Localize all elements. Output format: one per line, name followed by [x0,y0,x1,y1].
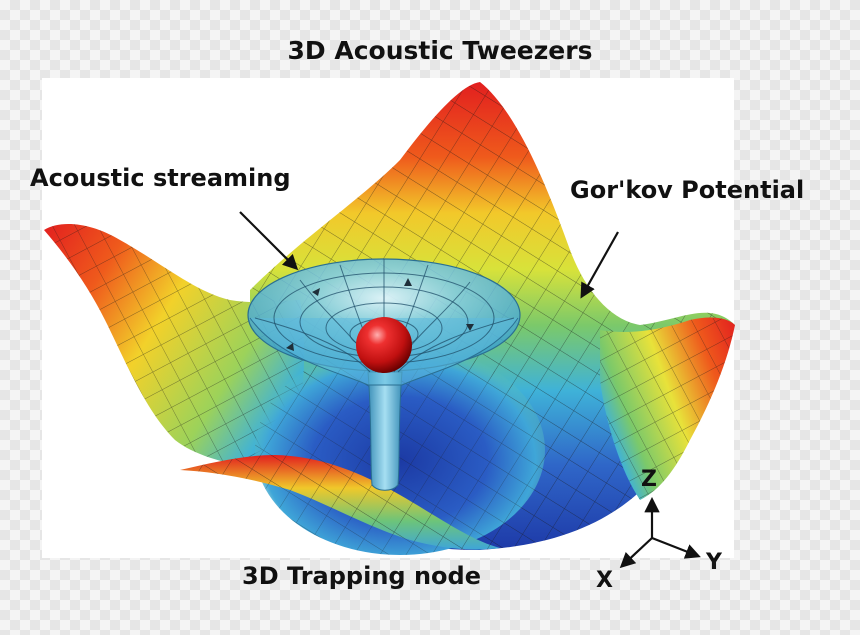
axis-y-arrow [651,536,701,559]
streaming-pointer-arrow [239,211,299,271]
gorkov-potential-label: Gor'kov Potential [570,176,805,204]
trapping-node-label: 3D Trapping node [242,562,481,590]
axis-x-arrow [619,537,653,569]
axis-x-label: X [596,568,613,593]
axis-z-label: Z [641,467,657,492]
gorkov-pointer-arrow [580,231,619,299]
acoustic-streaming-label: Acoustic streaming [30,164,291,192]
coordinate-axes [619,496,701,569]
trapped-particle [356,317,412,373]
diagram-title: 3D Acoustic Tweezers [287,36,593,65]
axis-y-label: Y [706,550,722,575]
funnel-stem [367,371,403,491]
